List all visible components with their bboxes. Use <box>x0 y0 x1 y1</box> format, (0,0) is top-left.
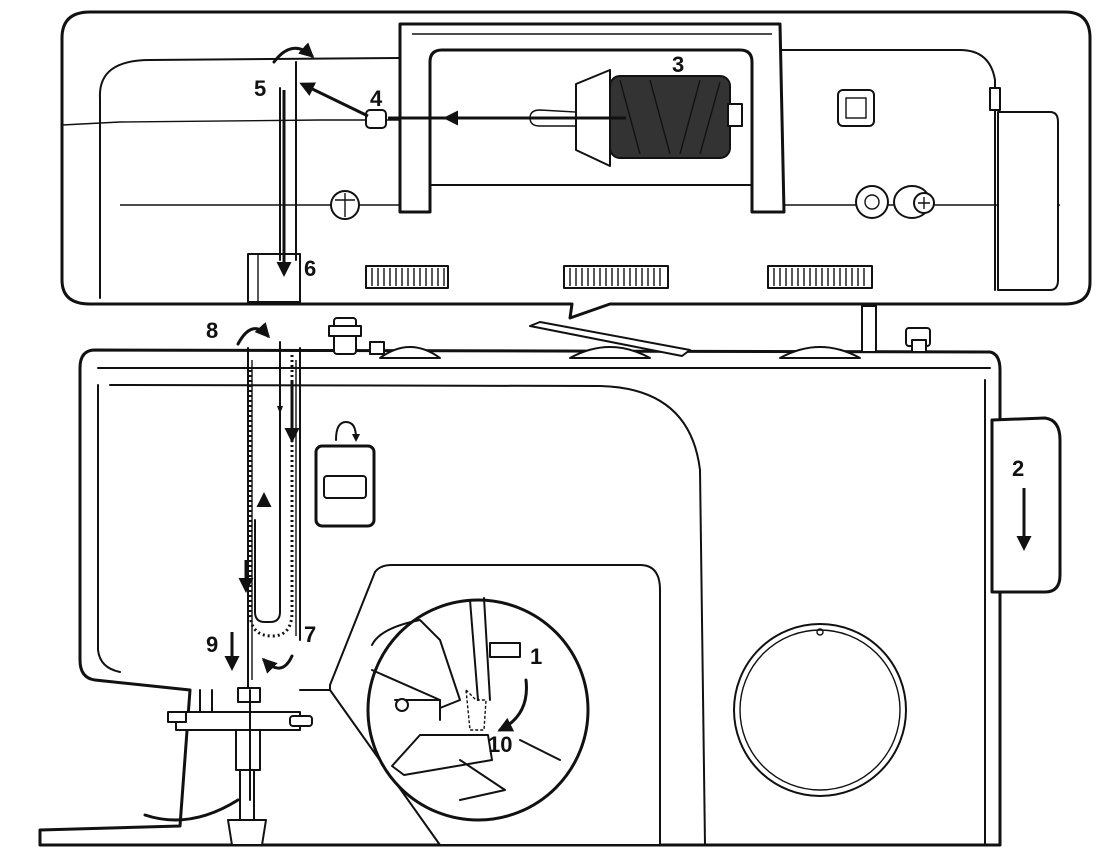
top-dials <box>329 306 930 358</box>
step-label-5: 5 <box>254 76 266 101</box>
step-label-1: 1 <box>530 644 542 669</box>
step-label-2: 2 <box>1012 456 1024 481</box>
detail-inset <box>368 598 588 820</box>
hand-wheel <box>992 418 1060 592</box>
step-label-8: 8 <box>206 318 218 343</box>
step-label-3: 3 <box>672 52 684 77</box>
dial-grips <box>366 266 872 288</box>
step-label-9: 9 <box>206 632 218 657</box>
step-label-10: 10 <box>488 732 512 757</box>
step-label-4: 4 <box>370 86 383 111</box>
step-label-6: 6 <box>304 256 316 281</box>
step-label-7: 7 <box>304 622 316 647</box>
top-view-panel <box>62 12 1090 318</box>
step-8-arrow <box>238 329 268 344</box>
